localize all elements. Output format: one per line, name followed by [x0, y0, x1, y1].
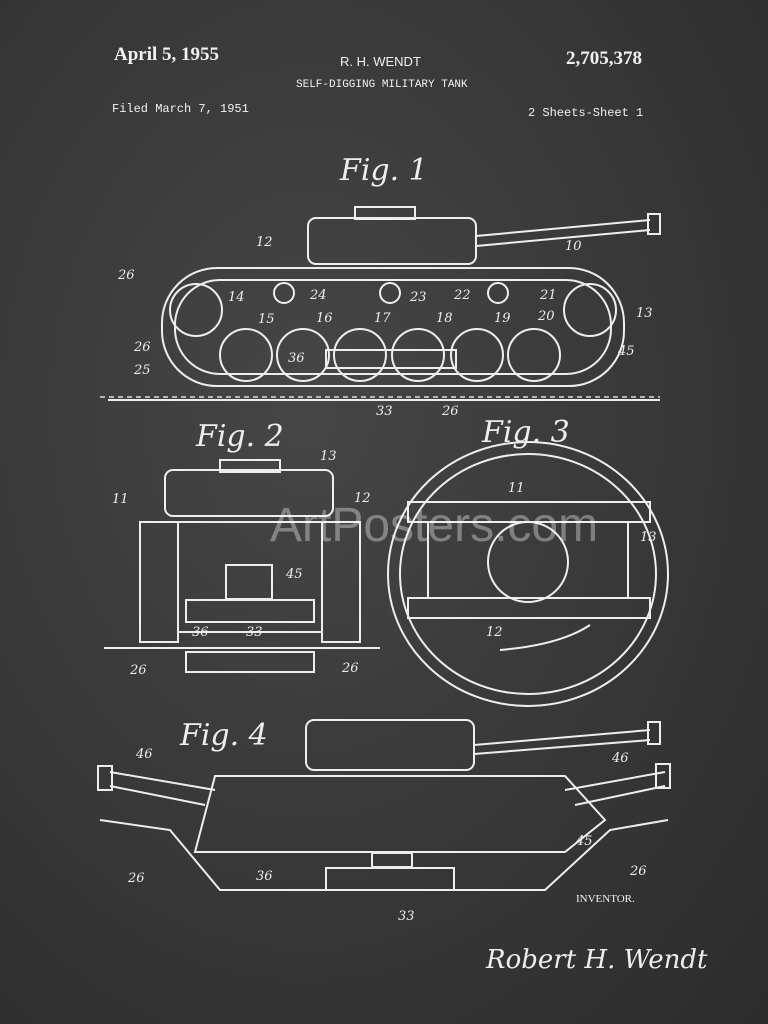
reference-numeral: 26 — [127, 871, 145, 886]
reference-numeral: 16 — [316, 311, 333, 326]
reference-numeral: 18 — [436, 311, 453, 326]
reference-numeral: 46 — [135, 747, 153, 762]
reference-numeral: 26 — [117, 268, 135, 283]
patent-title: SELF-DIGGING MILITARY TANK — [296, 79, 468, 91]
reference-numeral: 14 — [228, 290, 245, 305]
reference-numeral: 25 — [133, 363, 151, 378]
figure-4: Fig. 4 46 46 45 26 26 36 33 — [97, 718, 671, 924]
reference-numeral: 20 — [537, 309, 555, 324]
reference-numeral: 26 — [129, 663, 147, 678]
reference-numeral: 33 — [246, 625, 263, 640]
figure-1: Fig. 1 12 10 26 14 24 23 22 21 13 15 16 … — [100, 153, 661, 419]
filed-date: Filed March 7, 1951 — [112, 102, 249, 116]
inventor-signature: Robert H. Wendt — [485, 945, 708, 975]
reference-numeral: 11 — [112, 492, 129, 507]
reference-numeral: 13 — [640, 530, 657, 545]
reference-numeral: 22 — [453, 288, 471, 303]
reference-numeral: 13 — [320, 449, 337, 464]
reference-numeral: 12 — [486, 625, 503, 640]
reference-numeral: 46 — [611, 751, 629, 766]
patent-date: April 5, 1955 — [114, 44, 220, 65]
fig1-label: Fig. 1 — [339, 153, 428, 188]
reference-numeral: 10 — [565, 239, 582, 254]
reference-numeral: 23 — [409, 290, 427, 305]
reference-numeral: 11 — [508, 481, 525, 496]
reference-numeral: 45 — [575, 834, 593, 849]
reference-numeral: 21 — [539, 288, 557, 303]
reference-numeral: 26 — [441, 404, 459, 419]
reference-numeral: 15 — [258, 312, 275, 327]
inventor-label: INVENTOR. — [576, 893, 635, 905]
reference-numeral: 19 — [494, 311, 511, 326]
reference-numeral: 26 — [133, 340, 151, 355]
reference-numeral: 17 — [374, 311, 391, 326]
reference-numeral: 33 — [398, 909, 415, 924]
reference-numeral: 33 — [376, 404, 393, 419]
reference-numeral: 13 — [636, 306, 653, 321]
reference-numeral: 36 — [288, 351, 305, 366]
sheet-count: 2 Sheets-Sheet 1 — [528, 106, 644, 120]
inventor-name: R. H. WENDT — [340, 54, 421, 69]
reference-numeral: 36 — [192, 625, 209, 640]
figure-2: Fig. 2 13 11 12 45 36 33 26 26 — [104, 419, 380, 678]
reference-numeral: 12 — [354, 491, 371, 506]
patent-number: 2,705,378 — [566, 48, 642, 69]
reference-numeral: 26 — [341, 661, 359, 676]
fig2-label: Fig. 2 — [195, 419, 284, 454]
reference-numeral: 45 — [285, 567, 303, 582]
fig4-label: Fig. 4 — [179, 718, 268, 753]
reference-numeral: 24 — [309, 288, 327, 303]
reference-numeral: 12 — [256, 235, 273, 250]
figure-3: Fig. 3 11 13 12 — [387, 415, 669, 707]
reference-numeral: 45 — [617, 344, 635, 359]
reference-numeral: 26 — [629, 864, 647, 879]
reference-numeral: 36 — [256, 869, 273, 884]
watermark: ArtPosters.com — [270, 499, 599, 552]
